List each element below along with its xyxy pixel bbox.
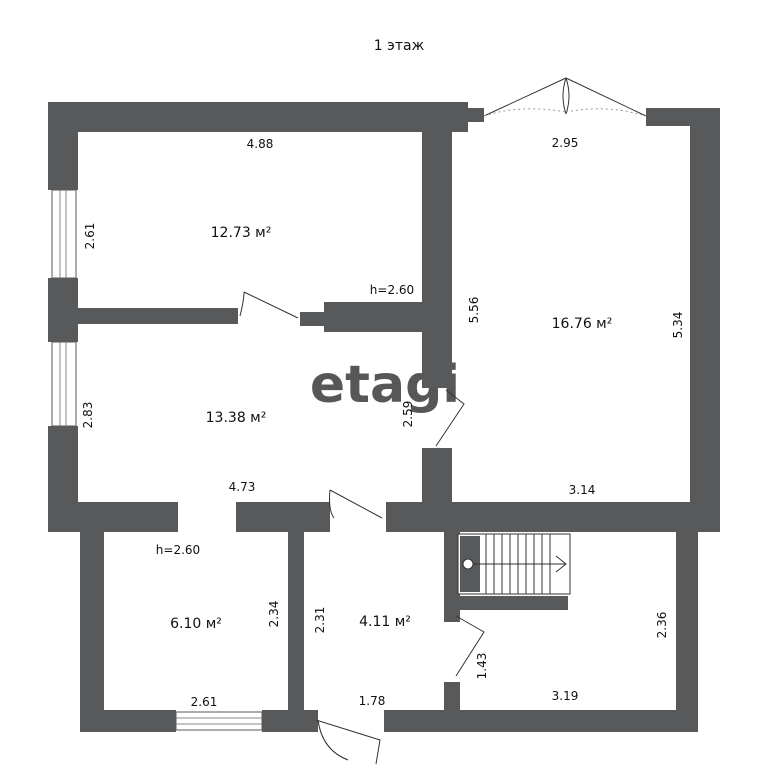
room-d-height: h=2.60	[156, 543, 200, 557]
wall-divider-de	[288, 532, 304, 732]
stair-arrow	[555, 555, 567, 573]
room-b-area: 16.76 м²	[552, 316, 613, 332]
wall-bottom-left	[80, 532, 104, 732]
wall-middle-1	[48, 502, 178, 532]
wall-top-left	[48, 102, 468, 132]
room-b-bottom: 3.14	[569, 483, 596, 497]
room-a-area: 12.73 м²	[211, 225, 272, 241]
wall-left-bottom-rail	[80, 710, 176, 732]
room-d-area: 6.10 м²	[170, 616, 222, 632]
doors	[239, 77, 647, 765]
room-d-right: 2.34	[267, 601, 281, 628]
walls	[48, 102, 720, 732]
room-e-left: 2.31	[313, 607, 327, 634]
stair-wall	[456, 596, 568, 610]
door-room-b	[435, 389, 465, 447]
staircase	[457, 533, 571, 595]
room-a-height: h=2.60	[370, 283, 414, 297]
floor-title: 1 этаж	[374, 38, 425, 54]
wall-partition-a-stub	[300, 312, 324, 326]
room-e-area: 4.11 м²	[359, 614, 411, 630]
room-c-right: 2.59	[401, 401, 415, 428]
room-d-bottom: 2.61	[191, 695, 218, 709]
room-e-right: 1.43	[475, 653, 489, 680]
wall-bottom-right	[384, 710, 698, 732]
room-e-bottom: 1.78	[359, 694, 386, 708]
window-left-mid	[51, 341, 77, 427]
room-f-bottom: 3.19	[552, 689, 579, 703]
room-c-bottom: 4.73	[229, 480, 256, 494]
room-a-depth: 2.61	[83, 223, 97, 250]
windows	[51, 189, 263, 731]
room-b-right: 5.34	[671, 312, 685, 339]
wall-central-upper	[422, 102, 452, 388]
door-room-f	[455, 615, 485, 677]
wall-middle-2	[236, 502, 330, 532]
wall-top-left-jamb	[468, 108, 484, 122]
room-c-left: 2.83	[81, 402, 95, 429]
door-entrance-right-arc	[565, 108, 647, 117]
stair-start-marker	[462, 558, 474, 570]
door-hall	[329, 489, 383, 519]
door-entrance-double	[483, 77, 647, 117]
room-c-area: 13.38 м²	[206, 410, 267, 426]
wall-middle-3	[386, 502, 720, 532]
window-bottom	[175, 711, 263, 731]
door-room-a	[239, 291, 299, 319]
room-b-left: 5.56	[467, 297, 481, 324]
wall-left-top	[48, 102, 78, 190]
wall-partition-a-left	[48, 308, 238, 324]
room-f-right: 2.36	[655, 612, 669, 639]
window-left-top	[51, 189, 77, 279]
room-a-width: 4.88	[247, 137, 274, 151]
wall-right-upper	[690, 108, 720, 532]
room-b-width: 2.95	[552, 136, 579, 150]
wall-right-lower	[676, 532, 698, 732]
door-exit	[315, 719, 381, 765]
